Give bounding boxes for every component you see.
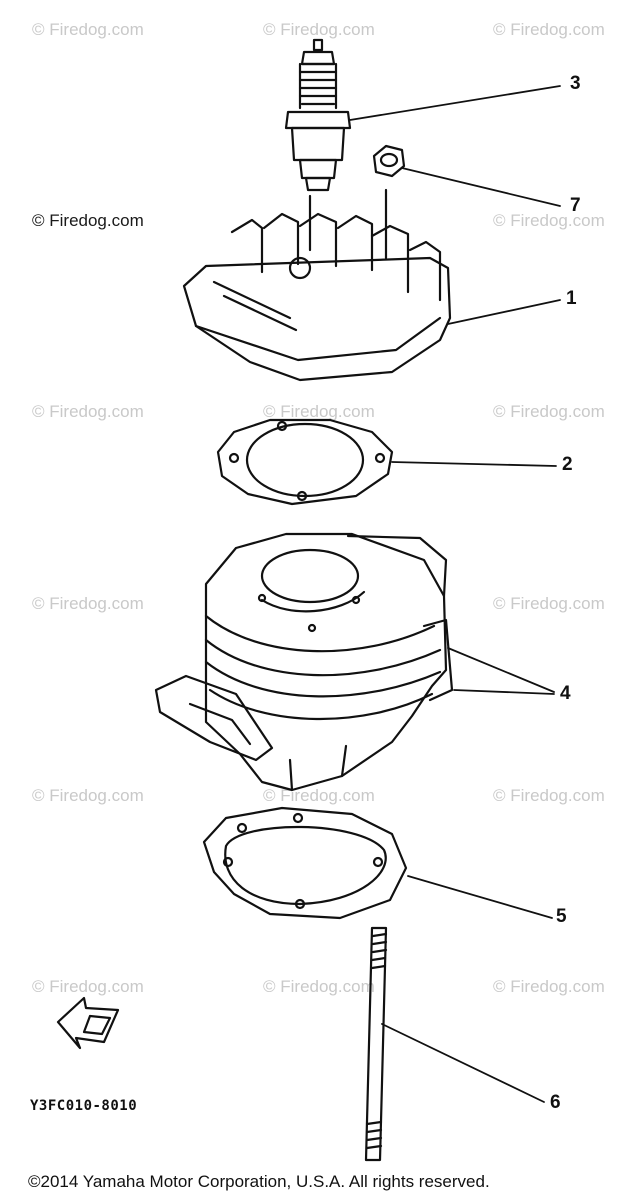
callout-label: 2: [562, 454, 573, 475]
cylinder: [154, 532, 454, 792]
watermark: © Firedog.com: [493, 402, 605, 421]
watermark: © Firedog.com: [263, 402, 375, 421]
cylinder-head: [182, 188, 452, 382]
watermark: © Firedog.com: [32, 594, 144, 613]
watermark: © Firedog.com: [263, 20, 375, 39]
callout-label: 4: [560, 683, 571, 704]
head-gasket: [216, 418, 394, 506]
watermark: © Firedog.com: [32, 402, 144, 421]
watermark: © Firedog.com: [32, 786, 144, 805]
cylinder-base-gasket: [202, 806, 408, 920]
copyright-text: ©2014 Yamaha Motor Corporation, U.S.A. A…: [28, 1172, 490, 1191]
callout-label: 5: [556, 906, 567, 927]
watermark: © Firedog.com: [32, 211, 144, 230]
leader-lines: [349, 85, 561, 1103]
watermark: © Firedog.com: [493, 786, 605, 805]
watermark: © Firedog.com: [493, 211, 605, 230]
watermark: © Firedog.com: [32, 977, 144, 996]
callout-label: 3: [570, 73, 581, 94]
callout-label: 6: [550, 1092, 561, 1113]
callout-label: 1: [566, 288, 577, 309]
cylinder-head-nut: [372, 144, 406, 178]
watermark: © Firedog.com: [493, 20, 605, 39]
diagram-code: Y3FC010-8010: [30, 1098, 138, 1114]
watermark: © Firedog.com: [493, 977, 605, 996]
stud-bolt: [364, 926, 388, 1162]
front-arrow-icon: [56, 996, 120, 1050]
spark-plug: [284, 38, 352, 192]
watermark: © Firedog.com: [493, 594, 605, 613]
watermark: © Firedog.com: [32, 20, 144, 39]
callout-label: 7: [570, 195, 581, 216]
watermark: © Firedog.com: [263, 977, 375, 996]
